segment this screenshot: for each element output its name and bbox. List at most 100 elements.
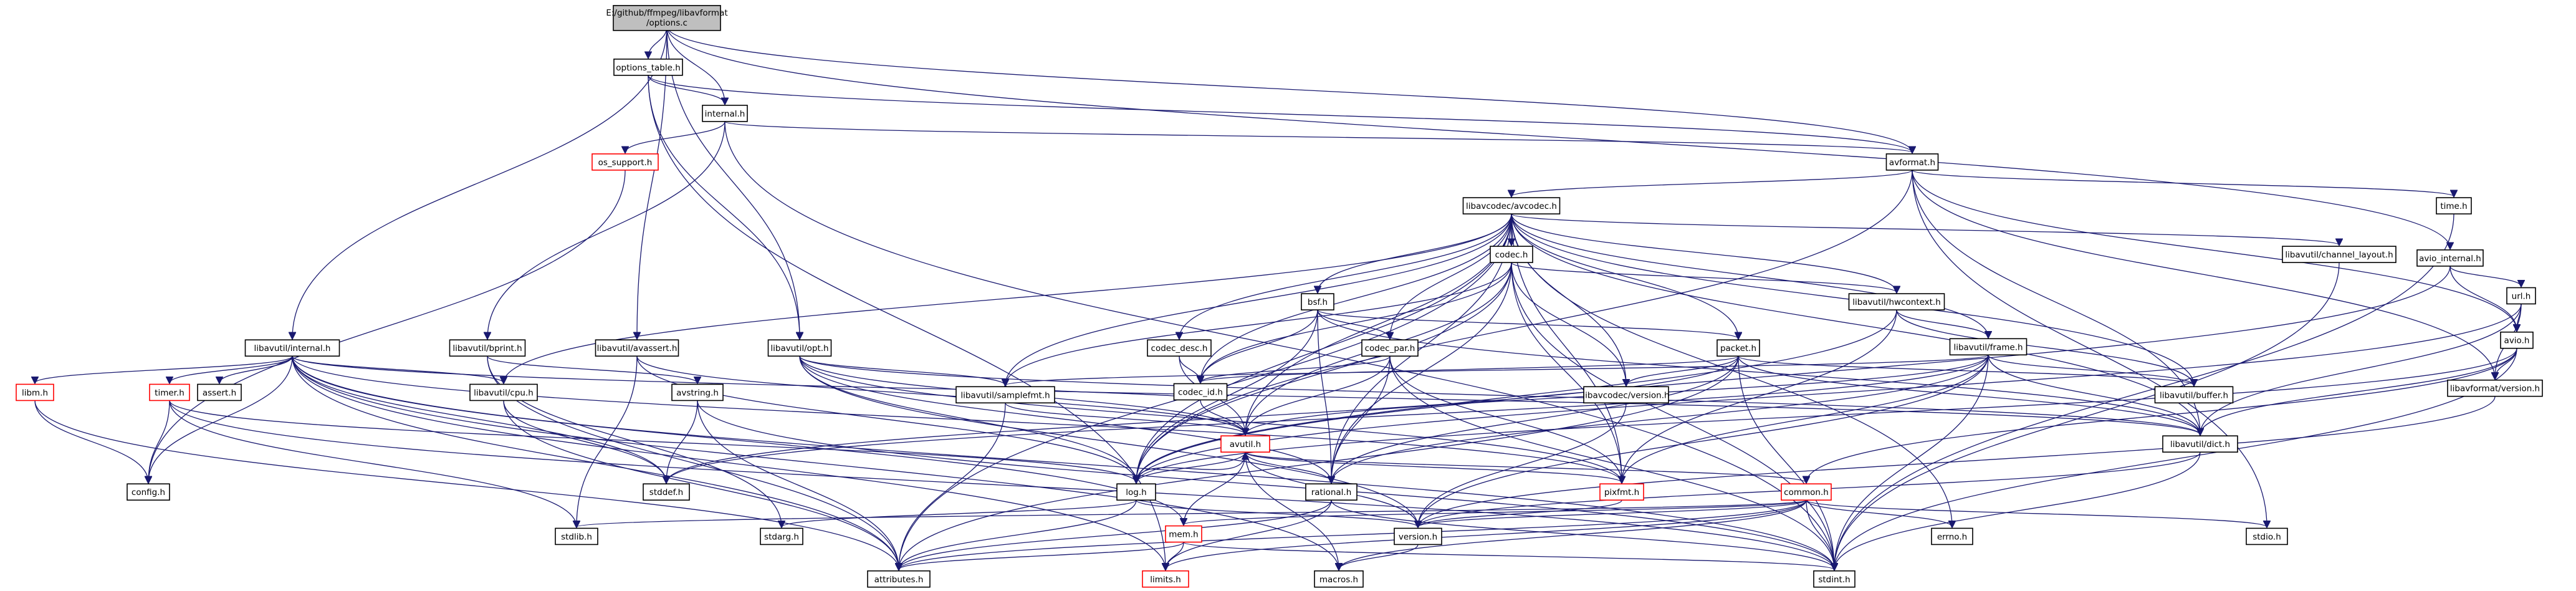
edge-opt-to-pixfmt [799, 356, 1622, 483]
node-samplefmt[interactable]: libavutil/samplefmt.h [955, 386, 1055, 404]
node-url[interactable]: url.h [2506, 287, 2536, 305]
node-codec-desc[interactable]: codec_desc.h [1147, 339, 1212, 357]
node-root[interactable]: E:/github/ffmpeg/libavformat/options.c [606, 5, 728, 31]
node-codec-version[interactable]: libavcodec/version.h [1582, 386, 1670, 404]
node-label: libavutil/dict.h [2170, 440, 2230, 449]
node-label: avio_internal.h [2419, 254, 2481, 264]
node-mem[interactable]: mem.h [1165, 525, 1202, 543]
node-packet[interactable]: packet.h [1717, 339, 1760, 357]
edge-options_table-to-opt [648, 75, 800, 339]
node-stdint[interactable]: stdint.h [1813, 570, 1855, 588]
edge-avcodec-to-packet [1511, 214, 1738, 339]
edge-chlayout-to-stdint [1834, 262, 2340, 570]
edge-timer-to-stdint [169, 400, 1834, 569]
edge-avutil-to-pixfmt [1245, 451, 1622, 483]
node-stdlib[interactable]: stdlib.h [555, 527, 598, 545]
node-box [469, 383, 538, 401]
node-box [591, 153, 659, 171]
node-buffer[interactable]: libavutil/buffer.h [2154, 386, 2234, 404]
node-box [1717, 339, 1760, 357]
node-frame[interactable]: libavutil/frame.h [1949, 338, 2028, 356]
node-cpu[interactable]: libavutil/cpu.h [469, 383, 538, 401]
node-avio[interactable]: avio.h [2500, 331, 2534, 349]
node-log[interactable]: log.h [1116, 483, 1156, 501]
node-box [955, 386, 1055, 404]
node-avstring[interactable]: avstring.h [671, 383, 724, 401]
edge-avcodec-to-codec_desc [1179, 214, 1512, 339]
node-stdio[interactable]: stdio.h [2246, 527, 2288, 545]
node-libm[interactable]: libm.h [16, 383, 54, 401]
node-util-internal[interactable]: libavutil/internal.h [244, 339, 340, 357]
node-assert[interactable]: assert.h [197, 383, 242, 401]
node-label: stdio.h [2253, 532, 2281, 542]
edge-avformat-to-log [1136, 170, 1913, 483]
node-box [1173, 383, 1228, 401]
node-label: rational.h [1311, 488, 1352, 497]
node-stdarg[interactable]: stdarg.h [760, 527, 803, 545]
edge-avcodec-to-bsf [1318, 214, 1512, 292]
edge-root-to-opt [666, 26, 800, 339]
node-label: os_support.h [598, 158, 653, 168]
node-avassert[interactable]: libavutil/avassert.h [595, 339, 679, 357]
node-label: limits.h [1150, 575, 1181, 585]
node-pixfmt[interactable]: pixfmt.h [1599, 483, 1644, 501]
edge-root-to-internal [666, 26, 725, 104]
node-box [555, 527, 598, 545]
edge-util_internal-to-macros [292, 356, 1339, 570]
node-box [1490, 246, 1533, 263]
node-internal[interactable]: internal.h [702, 105, 748, 122]
node-os-support[interactable]: os_support.h [591, 153, 659, 171]
node-codec[interactable]: codec.h [1490, 246, 1533, 263]
node-label: libm.h [22, 388, 48, 398]
node-options-table[interactable]: options_table.h [613, 58, 683, 76]
node-opt[interactable]: libavutil/opt.h [767, 339, 832, 357]
node-box [2246, 527, 2288, 545]
node-hwcontext[interactable]: libavutil/hwcontext.h [1848, 293, 1945, 310]
edge-dict-to-stdint [1834, 452, 2201, 570]
edge-avformat-to-fmt_version [1912, 170, 2495, 379]
edge-bsf-to-codec_id [1200, 310, 1318, 382]
node-codec-id[interactable]: codec_id.h [1173, 383, 1228, 401]
edge-packet-to-attributes [899, 356, 1739, 570]
edge-avformat-to-time [1912, 170, 2454, 196]
edge-common-to-mem [1184, 499, 1807, 524]
node-avio-internal[interactable]: avio_internal.h [2416, 249, 2484, 267]
node-avcodec[interactable]: libavcodec/avcodec.h [1462, 197, 1561, 214]
node-rational[interactable]: rational.h [1305, 483, 1357, 501]
node-label: options_table.h [616, 63, 681, 73]
node-avutil[interactable]: avutil.h [1220, 435, 1270, 453]
edge-rational-to-attributes [899, 500, 1332, 570]
node-bsf[interactable]: bsf.h [1301, 293, 1334, 310]
node-dict[interactable]: libavutil/dict.h [2162, 435, 2238, 453]
node-label: libavcodec/avcodec.h [1466, 201, 1557, 211]
edge-opt-to-samplefmt [799, 355, 1005, 385]
node-box [613, 5, 721, 31]
edge-internal-to-bprint [487, 121, 725, 339]
node-avformat[interactable]: avformat.h [1885, 153, 1939, 171]
edge-common-to-errno [1806, 499, 1952, 527]
node-errno[interactable]: errno.h [1931, 527, 1973, 545]
edge-frame-to-samplefmt [1005, 354, 1989, 385]
edge-codec_par-to-avutil [1245, 356, 1391, 435]
node-label: codec.h [1495, 250, 1528, 260]
node-codec-par[interactable]: codec_par.h [1361, 339, 1419, 357]
node-util-version[interactable]: version.h [1394, 527, 1442, 545]
node-config[interactable]: config.h [127, 483, 170, 501]
node-fmt-version[interactable]: libavformat/version.h [2447, 379, 2543, 397]
node-limits[interactable]: limits.h [1142, 570, 1189, 588]
node-time[interactable]: time.h [2436, 197, 2472, 214]
node-stddef[interactable]: stddef.h [643, 483, 690, 501]
node-attributes[interactable]: attributes.h [867, 570, 931, 588]
edge-log-to-avutil [1136, 453, 1245, 484]
edge-internal-to-os_support [625, 121, 725, 153]
node-macros[interactable]: macros.h [1314, 570, 1364, 588]
node-label: avutil.h [1230, 440, 1261, 449]
node-timer[interactable]: timer.h [149, 383, 190, 401]
node-common[interactable]: common.h [1781, 483, 1832, 501]
node-chlayout[interactable]: libavutil/channel_layout.h [2282, 246, 2396, 263]
node-label: libavutil/buffer.h [2160, 390, 2228, 400]
edge-mem-to-limits [1166, 542, 1184, 570]
edge-mem-to-attributes [899, 541, 1184, 570]
edge-avio-to-fmt_version [2495, 348, 2517, 379]
node-bprint[interactable]: libavutil/bprint.h [449, 339, 526, 357]
